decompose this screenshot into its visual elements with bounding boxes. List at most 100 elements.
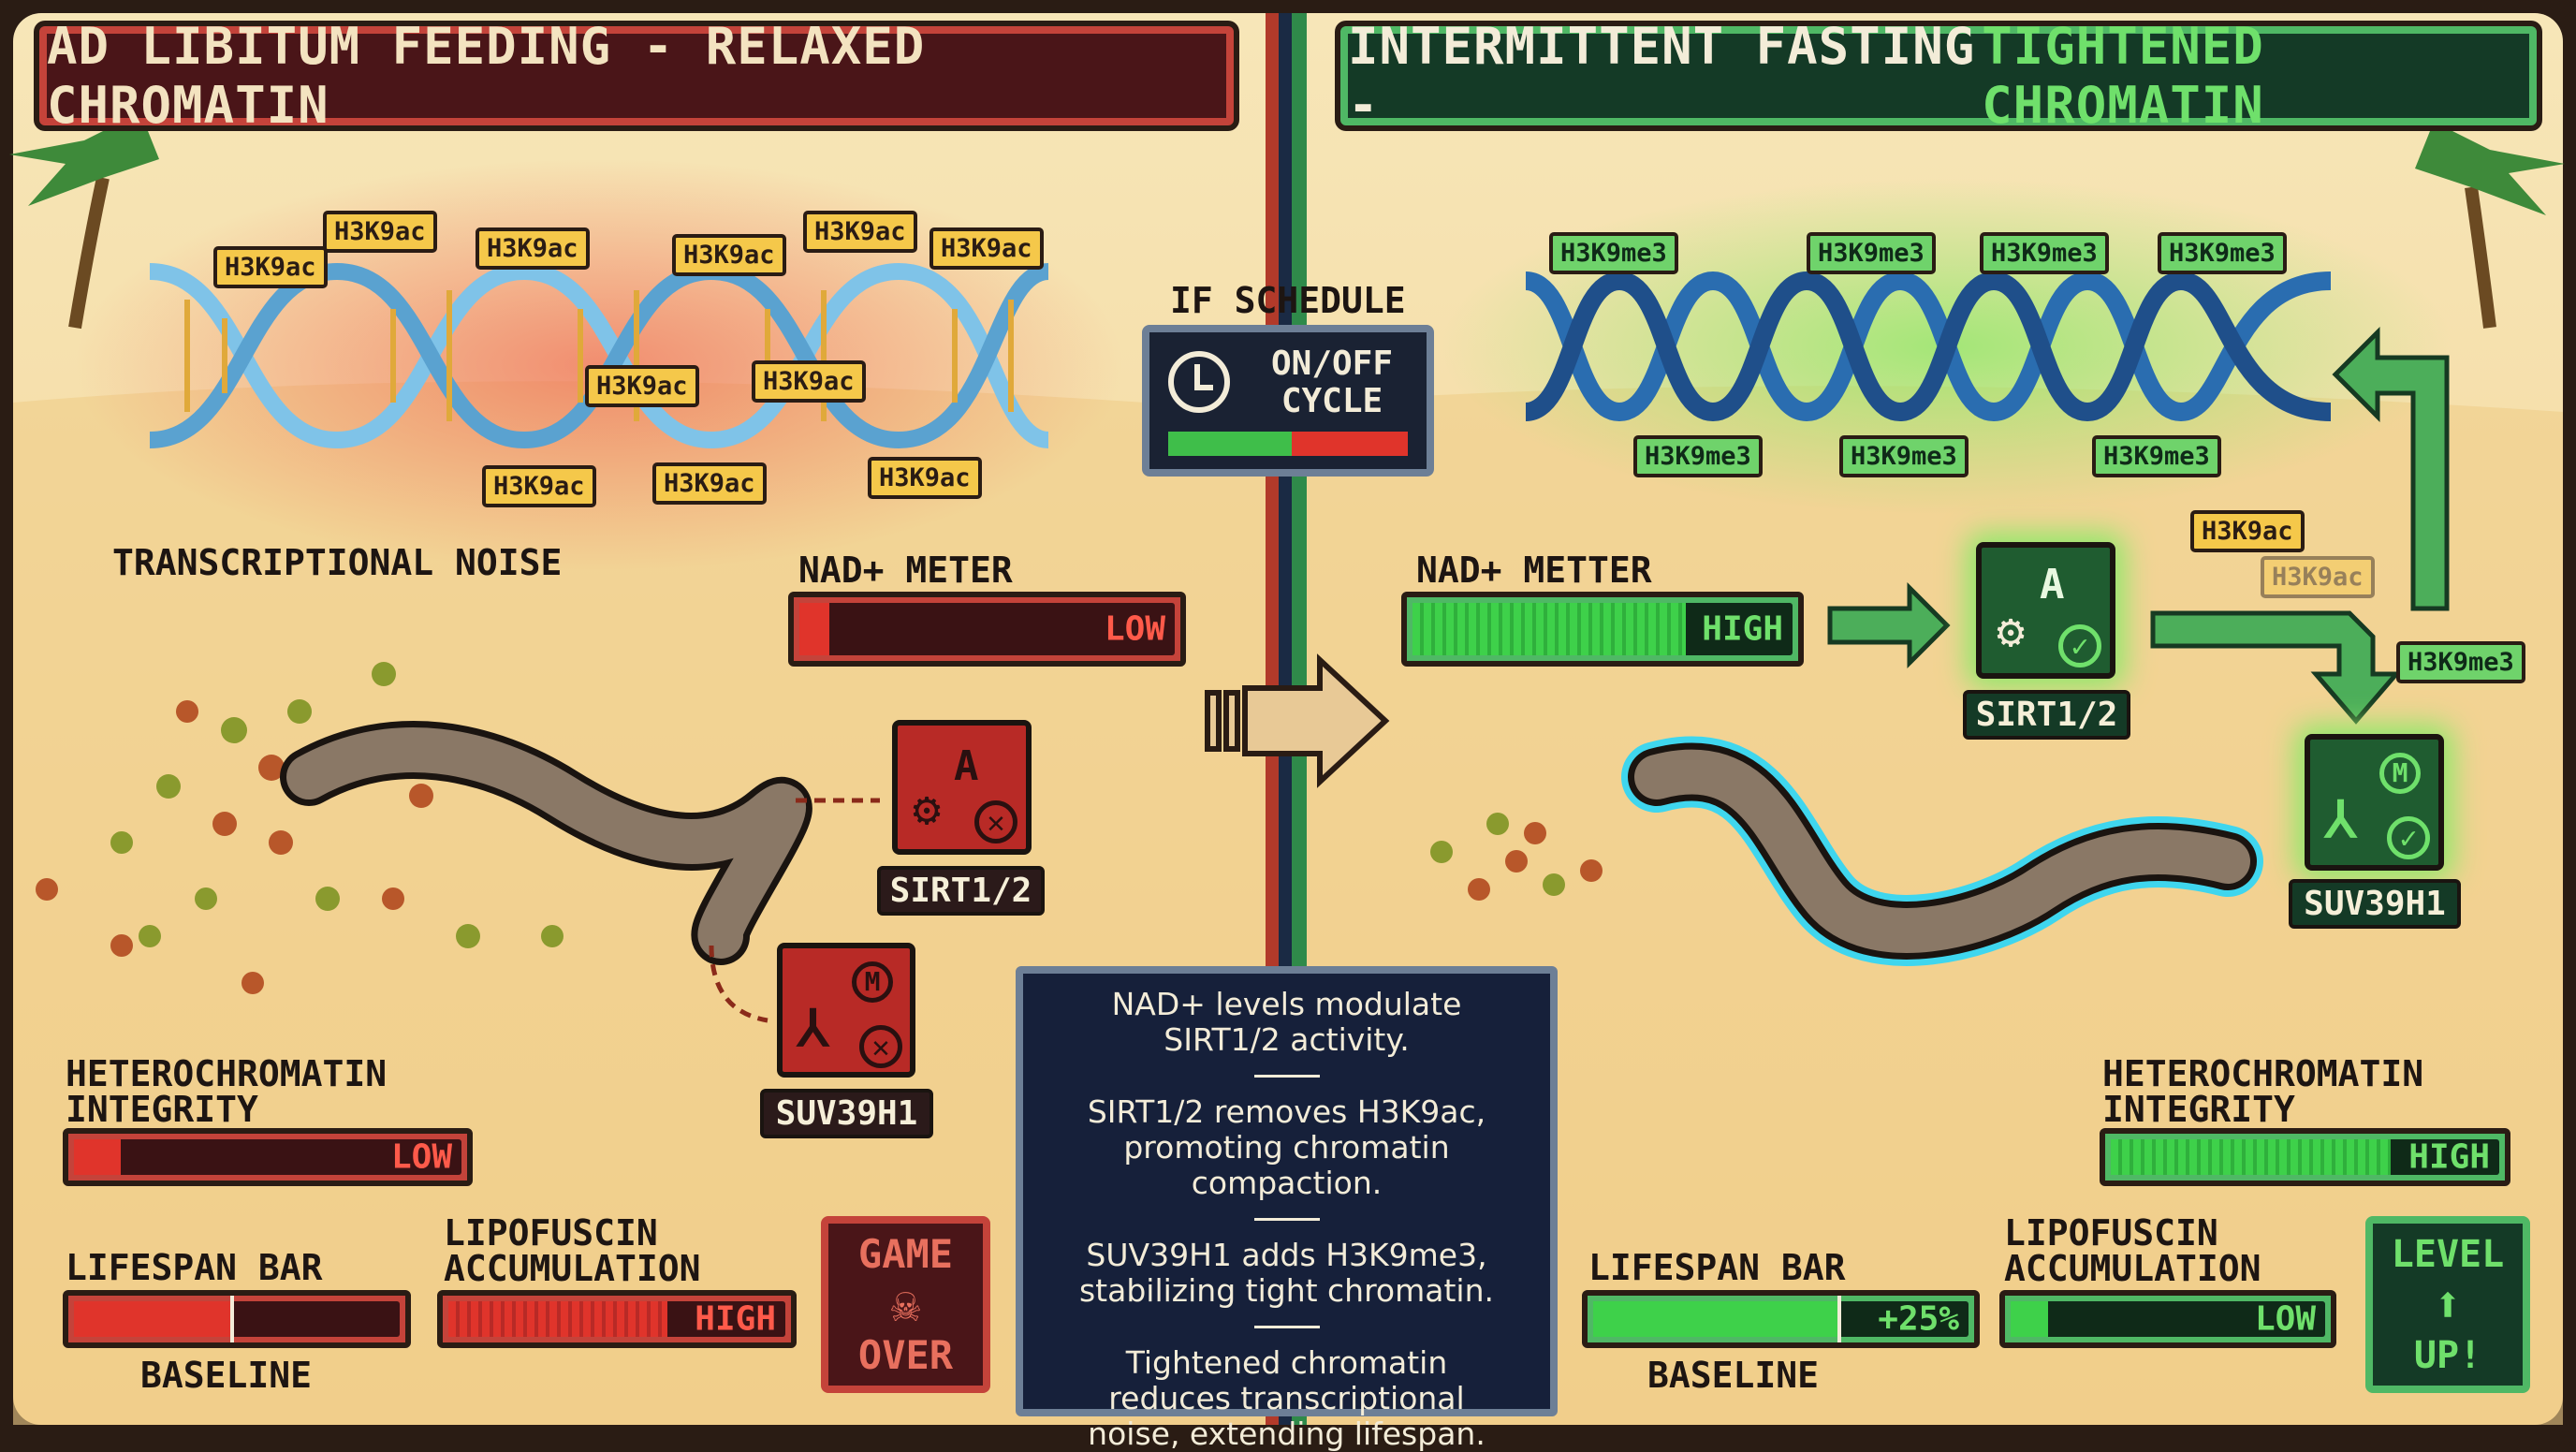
- h3k9me3-tag: H3K9me3: [1633, 435, 1763, 477]
- left-suv-label: SUV39H1: [760, 1089, 933, 1138]
- right-title-a: INTERMITTENT FASTING -: [1348, 17, 1976, 135]
- methyl-m-icon: M: [852, 961, 893, 1003]
- level-up-badge: LEVEL ⬆ UP!: [2365, 1216, 2530, 1393]
- right-lifespan-label: LIFESPAN BAR: [1588, 1247, 1846, 1288]
- right-sirt-label: SIRT1/2: [1963, 690, 2130, 740]
- h3k9ac-tag: H3K9ac: [323, 211, 437, 253]
- check-circle-icon: ✓: [2387, 816, 2430, 859]
- right-title-banner: INTERMITTENT FASTING - TIGHTENED CHROMAT…: [1340, 17, 2537, 135]
- h3k9me3-tag: H3K9me3: [2092, 435, 2221, 477]
- pathway-arrows: [1827, 326, 2450, 725]
- acetyl-a-icon: A: [954, 742, 979, 790]
- worm-right: [1621, 736, 2263, 966]
- h3k9me3-tag: H3K9me3: [1549, 232, 1678, 274]
- check-circle-icon: ✓: [2058, 624, 2101, 667]
- right-lipofuscin-bar: LOW: [1999, 1290, 2336, 1348]
- worm-left: [280, 721, 812, 965]
- right-suv-label: SUV39H1: [2289, 879, 2461, 929]
- removed-h3k9ac-tag: H3K9ac: [2190, 510, 2305, 552]
- left-lifespan-label: LIFESPAN BAR: [66, 1247, 323, 1288]
- on-off-cycle-label: ON/OFF CYCLE: [1270, 345, 1394, 420]
- h3k9ac-tag: H3K9ac: [752, 360, 866, 403]
- left-lifespan-bar: [63, 1290, 411, 1348]
- h3k9me3-tag: H3K9me3: [2158, 232, 2287, 274]
- up-arrow-icon: ⬆: [2433, 1277, 2463, 1333]
- x-circle-icon: ✕: [974, 800, 1017, 843]
- dna-tightened-right: [1524, 271, 2332, 422]
- h3k9ac-tag: H3K9ac: [652, 462, 767, 505]
- h3k9me3-tag: H3K9me3: [1839, 435, 1969, 477]
- left-nad-status: LOW: [1104, 609, 1165, 649]
- h3k9me3-tag: H3K9me3: [1980, 232, 2109, 274]
- acetyl-a-icon: A: [2040, 561, 2065, 609]
- clock-icon: [1168, 351, 1230, 413]
- right-heterochromatin-label: HETEROCHROMATIN INTEGRITY: [2102, 1053, 2424, 1130]
- left-heterochromatin-label: HETEROCHROMATIN INTEGRITY: [66, 1053, 388, 1130]
- right-baseline-label: BASELINE: [1647, 1355, 1820, 1396]
- feeding-on-segment: [1168, 432, 1292, 456]
- lifespan-change: +25%: [1878, 1299, 1959, 1339]
- right-nad-meter-bar: HIGH: [1401, 592, 1804, 667]
- gear-icon: ⚙: [1997, 604, 2026, 658]
- transcriptional-noise-label: TRANSCRIPTIONAL NOISE: [112, 542, 563, 583]
- info-suv: SUV39H1 adds H3K9me3, stabilizing tight …: [1078, 1237, 1495, 1309]
- info-sirt: SIRT1/2 removes H3K9ac, promoting chroma…: [1087, 1093, 1486, 1201]
- left-lipofuscin-bar: HIGH: [437, 1290, 797, 1348]
- skull-crossbones-icon: ☠: [890, 1277, 921, 1333]
- baseline-marker: [230, 1296, 235, 1342]
- food-pile-left: [36, 662, 564, 994]
- left-heterochromatin-status: LOW: [390, 1137, 452, 1177]
- left-suv-inactive-icon: M ⅄ ✕: [777, 943, 915, 1078]
- left-lipofuscin-status: HIGH: [695, 1299, 776, 1339]
- left-title: AD LIBITUM FEEDING - RELAXED CHROMATIN: [47, 17, 926, 135]
- h3k9ac-tag: H3K9ac: [929, 227, 1044, 270]
- level-up-line1: LEVEL: [2391, 1233, 2505, 1276]
- fasting-off-segment: [1292, 432, 1408, 456]
- game-over-line2: OVER: [857, 1332, 954, 1378]
- divider: [1253, 1075, 1320, 1078]
- left-baseline-label: BASELINE: [140, 1355, 313, 1396]
- game-over-line1: GAME: [857, 1231, 954, 1277]
- game-over-badge: GAME ☠ OVER: [821, 1216, 990, 1393]
- h3k9ac-tag: H3K9ac: [672, 234, 786, 276]
- if-schedule-box: ON/OFF CYCLE: [1142, 325, 1434, 477]
- right-lipofuscin-label: LIPOFUSCIN ACCUMULATION: [2004, 1212, 2261, 1289]
- nad-fill-high: [1412, 603, 1687, 655]
- added-h3k9me3-tag: H3K9me3: [2396, 641, 2525, 683]
- enzyme-figure-icon: ⅄: [2325, 790, 2356, 849]
- right-sirt-active-icon: A ⚙ ✓: [1976, 542, 2115, 679]
- h3k9ac-tag: H3K9ac: [585, 365, 699, 407]
- baseline-marker: [1837, 1296, 1841, 1342]
- left-heterochromatin-bar: LOW: [63, 1128, 473, 1186]
- palm-tree-icon: [68, 176, 2496, 330]
- h3k9ac-tag: H3K9ac: [803, 211, 917, 253]
- divider: [1253, 1218, 1320, 1221]
- info-lifespan: Tightened chromatin reduces transcriptio…: [1088, 1344, 1486, 1452]
- h3k9ac-tag: H3K9ac: [868, 457, 982, 499]
- right-lifespan-bar: +25%: [1582, 1290, 1980, 1348]
- faded-h3k9ac-tag: H3K9ac: [2261, 556, 2375, 598]
- right-heterochromatin-status: HIGH: [2408, 1137, 2490, 1177]
- right-nad-meter-label: NAD+ METTER: [1416, 550, 1652, 591]
- gear-icon: ⚙: [913, 782, 942, 836]
- left-nad-meter-bar: LOW: [788, 592, 1186, 667]
- right-lipofuscin-status: LOW: [2254, 1299, 2316, 1339]
- left-nad-meter-label: NAD+ METER: [798, 550, 1013, 591]
- food-pile-right: [1430, 813, 1603, 901]
- right-nad-status: HIGH: [1702, 609, 1783, 649]
- enzyme-figure-icon: ⅄: [798, 999, 828, 1058]
- h3k9ac-tag: H3K9ac: [482, 465, 596, 507]
- left-sirt-label: SIRT1/2: [877, 866, 1045, 916]
- x-circle-icon: ✕: [859, 1025, 902, 1068]
- right-title-b: TIGHTENED CHROMATIN: [1982, 17, 2264, 135]
- left-lipofuscin-label: LIPOFUSCIN ACCUMULATION: [444, 1212, 701, 1289]
- if-schedule-title: IF SCHEDULE: [1170, 280, 1406, 321]
- info-panel: NAD+ levels modulate SIRT1/2 activity. S…: [1016, 966, 1558, 1452]
- left-sirt-inactive-icon: A ⚙ ✕: [892, 720, 1032, 855]
- h3k9ac-tag: H3K9ac: [476, 227, 590, 270]
- nad-fill-low: [799, 603, 830, 655]
- right-heterochromatin-bar: HIGH: [2100, 1128, 2510, 1186]
- methyl-m-icon: M: [2379, 753, 2421, 794]
- right-suv-active-icon: M ⅄ ✓: [2305, 734, 2444, 871]
